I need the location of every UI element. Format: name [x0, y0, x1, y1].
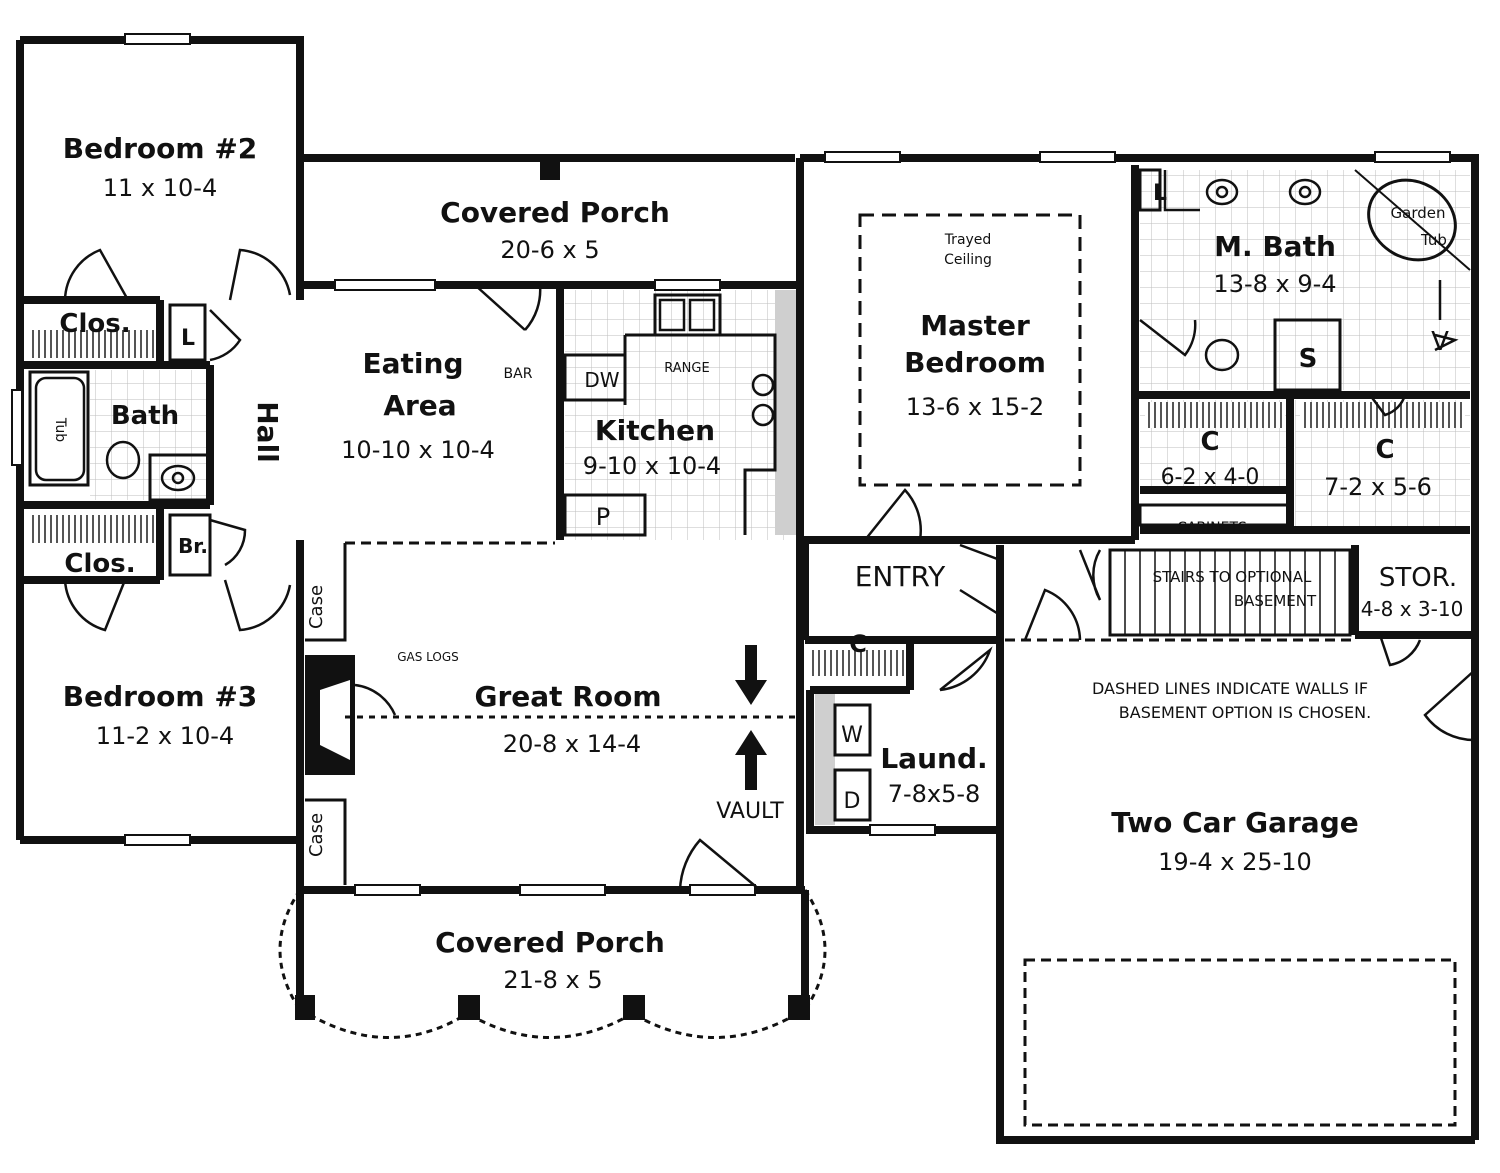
laundry-name: Laund.	[880, 742, 987, 775]
bedroom2-name: Bedroom #2	[63, 132, 258, 165]
broom-closet-label: Br.	[178, 534, 208, 558]
porch-columns	[295, 155, 810, 1020]
entry-closet-rod	[812, 650, 904, 676]
hall-label: Hall	[251, 401, 284, 463]
kitchen-floor	[565, 290, 800, 540]
eating-area-name-2: Area	[383, 389, 456, 422]
master-bath-dim: 13-8 x 9-4	[1213, 270, 1336, 298]
great-room-name: Great Room	[474, 680, 661, 713]
closet1-dim: 6-2 x 4-0	[1161, 465, 1260, 490]
stor-name: STOR.	[1379, 563, 1457, 593]
laundry-shade	[815, 690, 835, 825]
kitchen-counter-shade	[775, 290, 800, 535]
dashed-note-1: DASHED LINES INDICATE WALLS IF	[1092, 679, 1368, 698]
clos-bottom-rod	[30, 515, 160, 543]
front-porch-name: Covered Porch	[435, 926, 665, 959]
dryer-label: D	[844, 789, 861, 814]
linen-master: L	[1153, 181, 1167, 206]
case-bottom-label: Case	[306, 813, 327, 857]
trayed-ceiling-1: Trayed	[944, 232, 992, 248]
case-top-label: Case	[306, 585, 327, 629]
bedroom3-name: Bedroom #3	[63, 680, 258, 713]
clos-top-name: Clos.	[59, 309, 130, 339]
thin-walls	[28, 168, 1471, 1127]
entry-closet-label: C	[849, 630, 867, 658]
closet1-name: C	[1200, 427, 1219, 457]
tub-label: Tub	[52, 417, 68, 442]
cabinets-label: CABINETS	[1177, 520, 1247, 536]
walls	[16, 36, 1479, 1144]
entry-label: ENTRY	[855, 560, 946, 593]
vault-arrows	[735, 645, 767, 790]
doors	[63, 248, 1476, 891]
closet2-name: C	[1375, 435, 1394, 465]
rear-porch-dim: 20-6 x 5	[500, 236, 599, 264]
stairs-note-2: BASEMENT	[1234, 592, 1317, 610]
pantry-label: P	[596, 503, 610, 531]
closet1-rod	[1145, 402, 1285, 428]
garage-dim: 19-4 x 25-10	[1158, 848, 1312, 876]
plumbing-fixtures	[34, 170, 1459, 492]
vault-label: VAULT	[716, 799, 784, 824]
rear-porch-name: Covered Porch	[440, 196, 670, 229]
dishwasher-label: DW	[584, 368, 619, 392]
garden-tub-2: Tub	[1420, 231, 1447, 249]
clos-top-rod	[30, 330, 160, 358]
vanity-label: V	[1431, 327, 1449, 357]
master-bedroom-name-2: Bedroom	[904, 346, 1046, 379]
clos-bottom-name: Clos.	[64, 549, 135, 579]
garage-name: Two Car Garage	[1111, 806, 1359, 839]
laundry-dim: 7-8x5-8	[888, 780, 981, 808]
master-bedroom-dim: 13-6 x 15-2	[906, 393, 1044, 421]
stairs-note-1: STAIRS TO OPTIONAL	[1153, 568, 1312, 586]
eating-area-dim: 10-10 x 10-4	[341, 436, 495, 464]
kitchen-name: Kitchen	[595, 414, 715, 447]
garden-tub-1: Garden	[1391, 204, 1446, 222]
front-porch-dim: 21-8 x 5	[503, 966, 602, 994]
master-bath-floor	[1140, 170, 1470, 390]
windows	[11, 33, 1451, 896]
bedroom3-dim: 11-2 x 10-4	[96, 722, 234, 750]
range-label: RANGE	[664, 361, 709, 376]
shower-label: S	[1299, 344, 1318, 374]
great-room-dim: 20-8 x 14-4	[503, 730, 641, 758]
stor-dim: 4-8 x 3-10	[1361, 597, 1464, 621]
washer-label: W	[841, 723, 863, 748]
gas-logs-label: GAS LOGS	[397, 650, 459, 664]
trayed-ceiling-2: Ceiling	[944, 252, 992, 268]
bedroom2-dim: 11 x 10-4	[103, 174, 217, 202]
bar-label: BAR	[504, 366, 533, 382]
bath-name: Bath	[111, 401, 179, 431]
master-bedroom-name-1: Master	[920, 309, 1030, 342]
eating-area-name-1: Eating	[363, 347, 464, 380]
master-bath-name: M. Bath	[1214, 230, 1336, 263]
dashed-note-2: BASEMENT OPTION IS CHOSEN.	[1119, 703, 1371, 722]
closet2-rod	[1300, 402, 1465, 428]
kitchen-dim: 9-10 x 10-4	[583, 452, 721, 480]
closet2-dim: 7-2 x 5-6	[1324, 473, 1432, 501]
labels: Bedroom #2 11 x 10-4 Covered Porch 20-6 …	[52, 132, 1463, 994]
linen-bath: L	[181, 326, 195, 351]
